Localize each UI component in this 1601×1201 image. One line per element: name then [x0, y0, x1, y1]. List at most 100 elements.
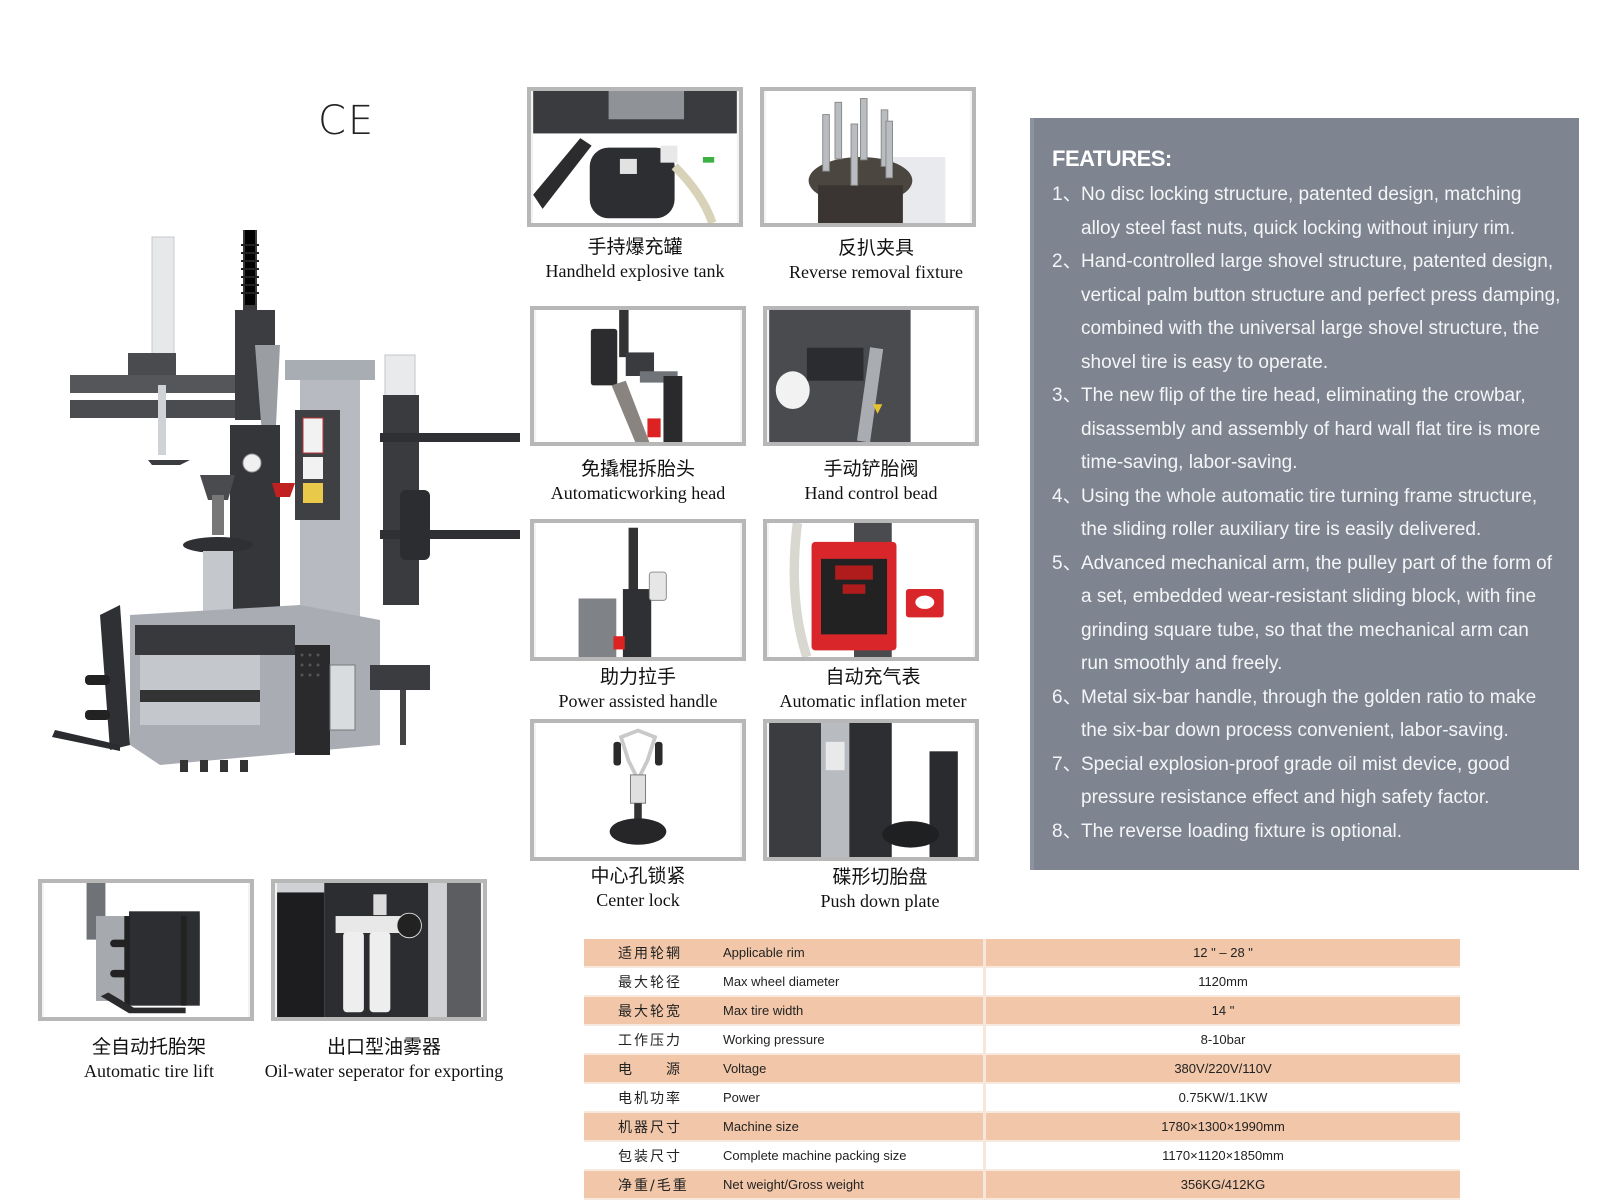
caption-push-down-plate: 碟形切胎盘 Push down plate: [760, 866, 1000, 912]
inflation-meter-icon: [769, 523, 973, 657]
caption-cn: 自动充气表: [825, 666, 921, 688]
caption-cn: 全自动托胎架: [91, 1036, 206, 1058]
feature-text: The reverse loading fixture is optional.: [1081, 820, 1403, 842]
thumb-automatic-inflation-meter: [763, 519, 979, 661]
tire-changer-machine-image: [40, 225, 530, 795]
feature-number: 6、: [1052, 686, 1082, 708]
feature-text: The new flip of the tire head, eliminati…: [1081, 385, 1541, 473]
caption-cn: 手动铲胎阀: [823, 458, 919, 480]
spec-value: 0.75KW/1.1KW: [983, 1083, 1460, 1112]
spec-row: 工作压力 Working pressure 8-10bar: [584, 1025, 1460, 1054]
feature-number: 7、: [1052, 753, 1082, 775]
caption-center-lock: 中心孔锁紧 Center lock: [527, 865, 749, 911]
caption-en: Power assisted handle: [558, 690, 718, 711]
spec-label-cn: 最大轮宽: [584, 996, 723, 1025]
feature-text: Hand-controlled large shovel structure, …: [1081, 251, 1561, 373]
spec-row: 机器尺寸 Machine size 1780×1300×1990mm: [584, 1112, 1460, 1141]
spec-row: 净重/毛重 Net weight/Gross weight 356KG/412K…: [584, 1170, 1460, 1199]
spec-value: 14 ": [983, 996, 1460, 1025]
center-lock-icon: [536, 723, 740, 857]
spec-value: 380V/220V/110V: [983, 1054, 1460, 1083]
spec-label-en: Working pressure: [723, 1025, 985, 1054]
feature-item: 6、 Metal six-bar handle, through the gol…: [1052, 681, 1561, 748]
feature-text: No disc locking structure, patented desi…: [1081, 184, 1522, 239]
spec-value: 1170×1120×1850mm: [983, 1141, 1460, 1170]
working-head-icon: [536, 310, 740, 442]
spec-row: 包装尺寸 Complete machine packing size 1170×…: [584, 1141, 1460, 1170]
spec-label-en: Max wheel diameter: [723, 967, 985, 996]
feature-number: 1、: [1052, 184, 1082, 205]
spec-label-en: Power: [723, 1083, 985, 1112]
caption-en: Center lock: [596, 889, 680, 910]
caption-hand-control-bead: 手动铲胎阀 Hand control bead: [760, 458, 982, 504]
caption-cn: 反扒夹具: [837, 237, 914, 259]
spec-label-cn: 电 源: [584, 1054, 723, 1083]
spec-label-cn: 包装尺寸: [584, 1141, 723, 1170]
caption-en: Automaticworking head: [550, 482, 726, 503]
spec-label-en: Complete machine packing size: [723, 1141, 985, 1170]
spec-value: 12 " – 28 ": [983, 939, 1460, 967]
spec-label-en: Net weight/Gross weight: [723, 1170, 985, 1199]
thumb-hand-control-bead: [763, 306, 979, 446]
caption-handheld-explosive-tank: 手持爆充罐 Handheld explosive tank: [523, 236, 747, 282]
feature-text: Metal six-bar handle, through the golden…: [1081, 686, 1537, 742]
feature-number: 2、: [1052, 251, 1082, 272]
caption-automatic-inflation-meter: 自动充气表 Automatic inflation meter: [760, 666, 986, 712]
spec-value: 356KG/412KG: [983, 1170, 1460, 1199]
spec-row: 最大轮宽 Max tire width 14 ": [584, 996, 1460, 1025]
spec-row: 电机功率 Power 0.75KW/1.1KW: [584, 1083, 1460, 1112]
thumb-automatic-tire-lift: [38, 879, 254, 1021]
feature-item: 7、 Special explosion-proof grade oil mis…: [1052, 748, 1561, 815]
caption-cn: 中心孔锁紧: [590, 865, 686, 887]
bead-valve-icon: [769, 310, 973, 442]
thumb-oil-water-separator: [271, 879, 487, 1021]
caption-en: Automatic inflation meter: [779, 690, 967, 711]
caption-oil-water-separator: 出口型油雾器 Oil-water seperator for exporting: [250, 1036, 518, 1082]
spec-label-cn: 最大轮径: [584, 967, 723, 996]
spec-row: 电 源 Voltage 380V/220V/110V: [584, 1054, 1460, 1083]
feature-item: 8、 The reverse loading fixture is option…: [1052, 815, 1561, 849]
thumb-center-lock: [530, 719, 746, 861]
feature-number: 8、: [1052, 820, 1082, 842]
thumb-reverse-removal-fixture: [760, 87, 976, 227]
features-title: FEATURES:: [1052, 146, 1172, 171]
air-tank-icon: [533, 91, 737, 223]
thumb-power-assisted-handle: [530, 519, 746, 661]
caption-reverse-removal-fixture: 反扒夹具 Reverse removal fixture: [756, 237, 996, 283]
caption-automatic-working-head: 免撬棍拆胎头 Automaticworking head: [527, 458, 749, 504]
feature-item: 3、 The new flip of the tire head, elimin…: [1052, 379, 1561, 480]
caption-en: Oil-water seperator for exporting: [264, 1060, 504, 1081]
spec-label-en: Machine size: [723, 1112, 985, 1141]
spec-label-en: Applicable rim: [723, 939, 985, 967]
spec-label-cn: 工作压力: [584, 1025, 723, 1054]
feature-item: 5、 Advanced mechanical arm, the pulley p…: [1052, 547, 1561, 681]
features-panel: FEATURES: 1、 No disc locking structure, …: [1030, 118, 1579, 870]
oil-separator-icon: [277, 883, 481, 1017]
spec-label-cn: 电机功率: [584, 1083, 723, 1112]
spec-value: 1780×1300×1990mm: [983, 1112, 1460, 1141]
caption-en: Reverse removal fixture: [789, 261, 963, 282]
caption-en: Push down plate: [820, 890, 940, 911]
spec-table: 适用轮辋 Applicable rim 12 " – 28 " 最大轮径 Max…: [584, 939, 1460, 1200]
caption-power-assisted-handle: 助力拉手 Power assisted handle: [527, 666, 749, 712]
thumb-automatic-working-head: [530, 306, 746, 446]
ce-mark: CE: [318, 98, 376, 144]
spec-label-cn: 机器尺寸: [584, 1112, 723, 1141]
push-plate-icon: [769, 723, 973, 857]
caption-en: Hand control bead: [804, 482, 938, 503]
tire-changer-machine-icon: [52, 230, 520, 772]
caption-cn: 助力拉手: [599, 666, 676, 688]
spec-value: 1120mm: [983, 967, 1460, 996]
caption-cn: 出口型油雾器: [326, 1036, 441, 1058]
feature-number: 4、: [1052, 485, 1082, 507]
feature-item: 4、 Using the whole automatic tire turnin…: [1052, 480, 1561, 547]
feature-text: Special explosion-proof grade oil mist d…: [1081, 753, 1510, 809]
feature-item: 2、 Hand-controlled large shovel structur…: [1052, 245, 1561, 379]
caption-cn: 免撬棍拆胎头: [580, 458, 695, 480]
feature-number: 5、: [1052, 552, 1082, 574]
feature-text: Advanced mechanical arm, the pulley part…: [1081, 552, 1553, 675]
caption-cn: 碟形切胎盘: [832, 866, 928, 888]
spec-row: 最大轮径 Max wheel diameter 1120mm: [584, 967, 1460, 996]
spec-label-en: Max tire width: [723, 996, 985, 1025]
spec-label-en: Voltage: [723, 1054, 985, 1083]
